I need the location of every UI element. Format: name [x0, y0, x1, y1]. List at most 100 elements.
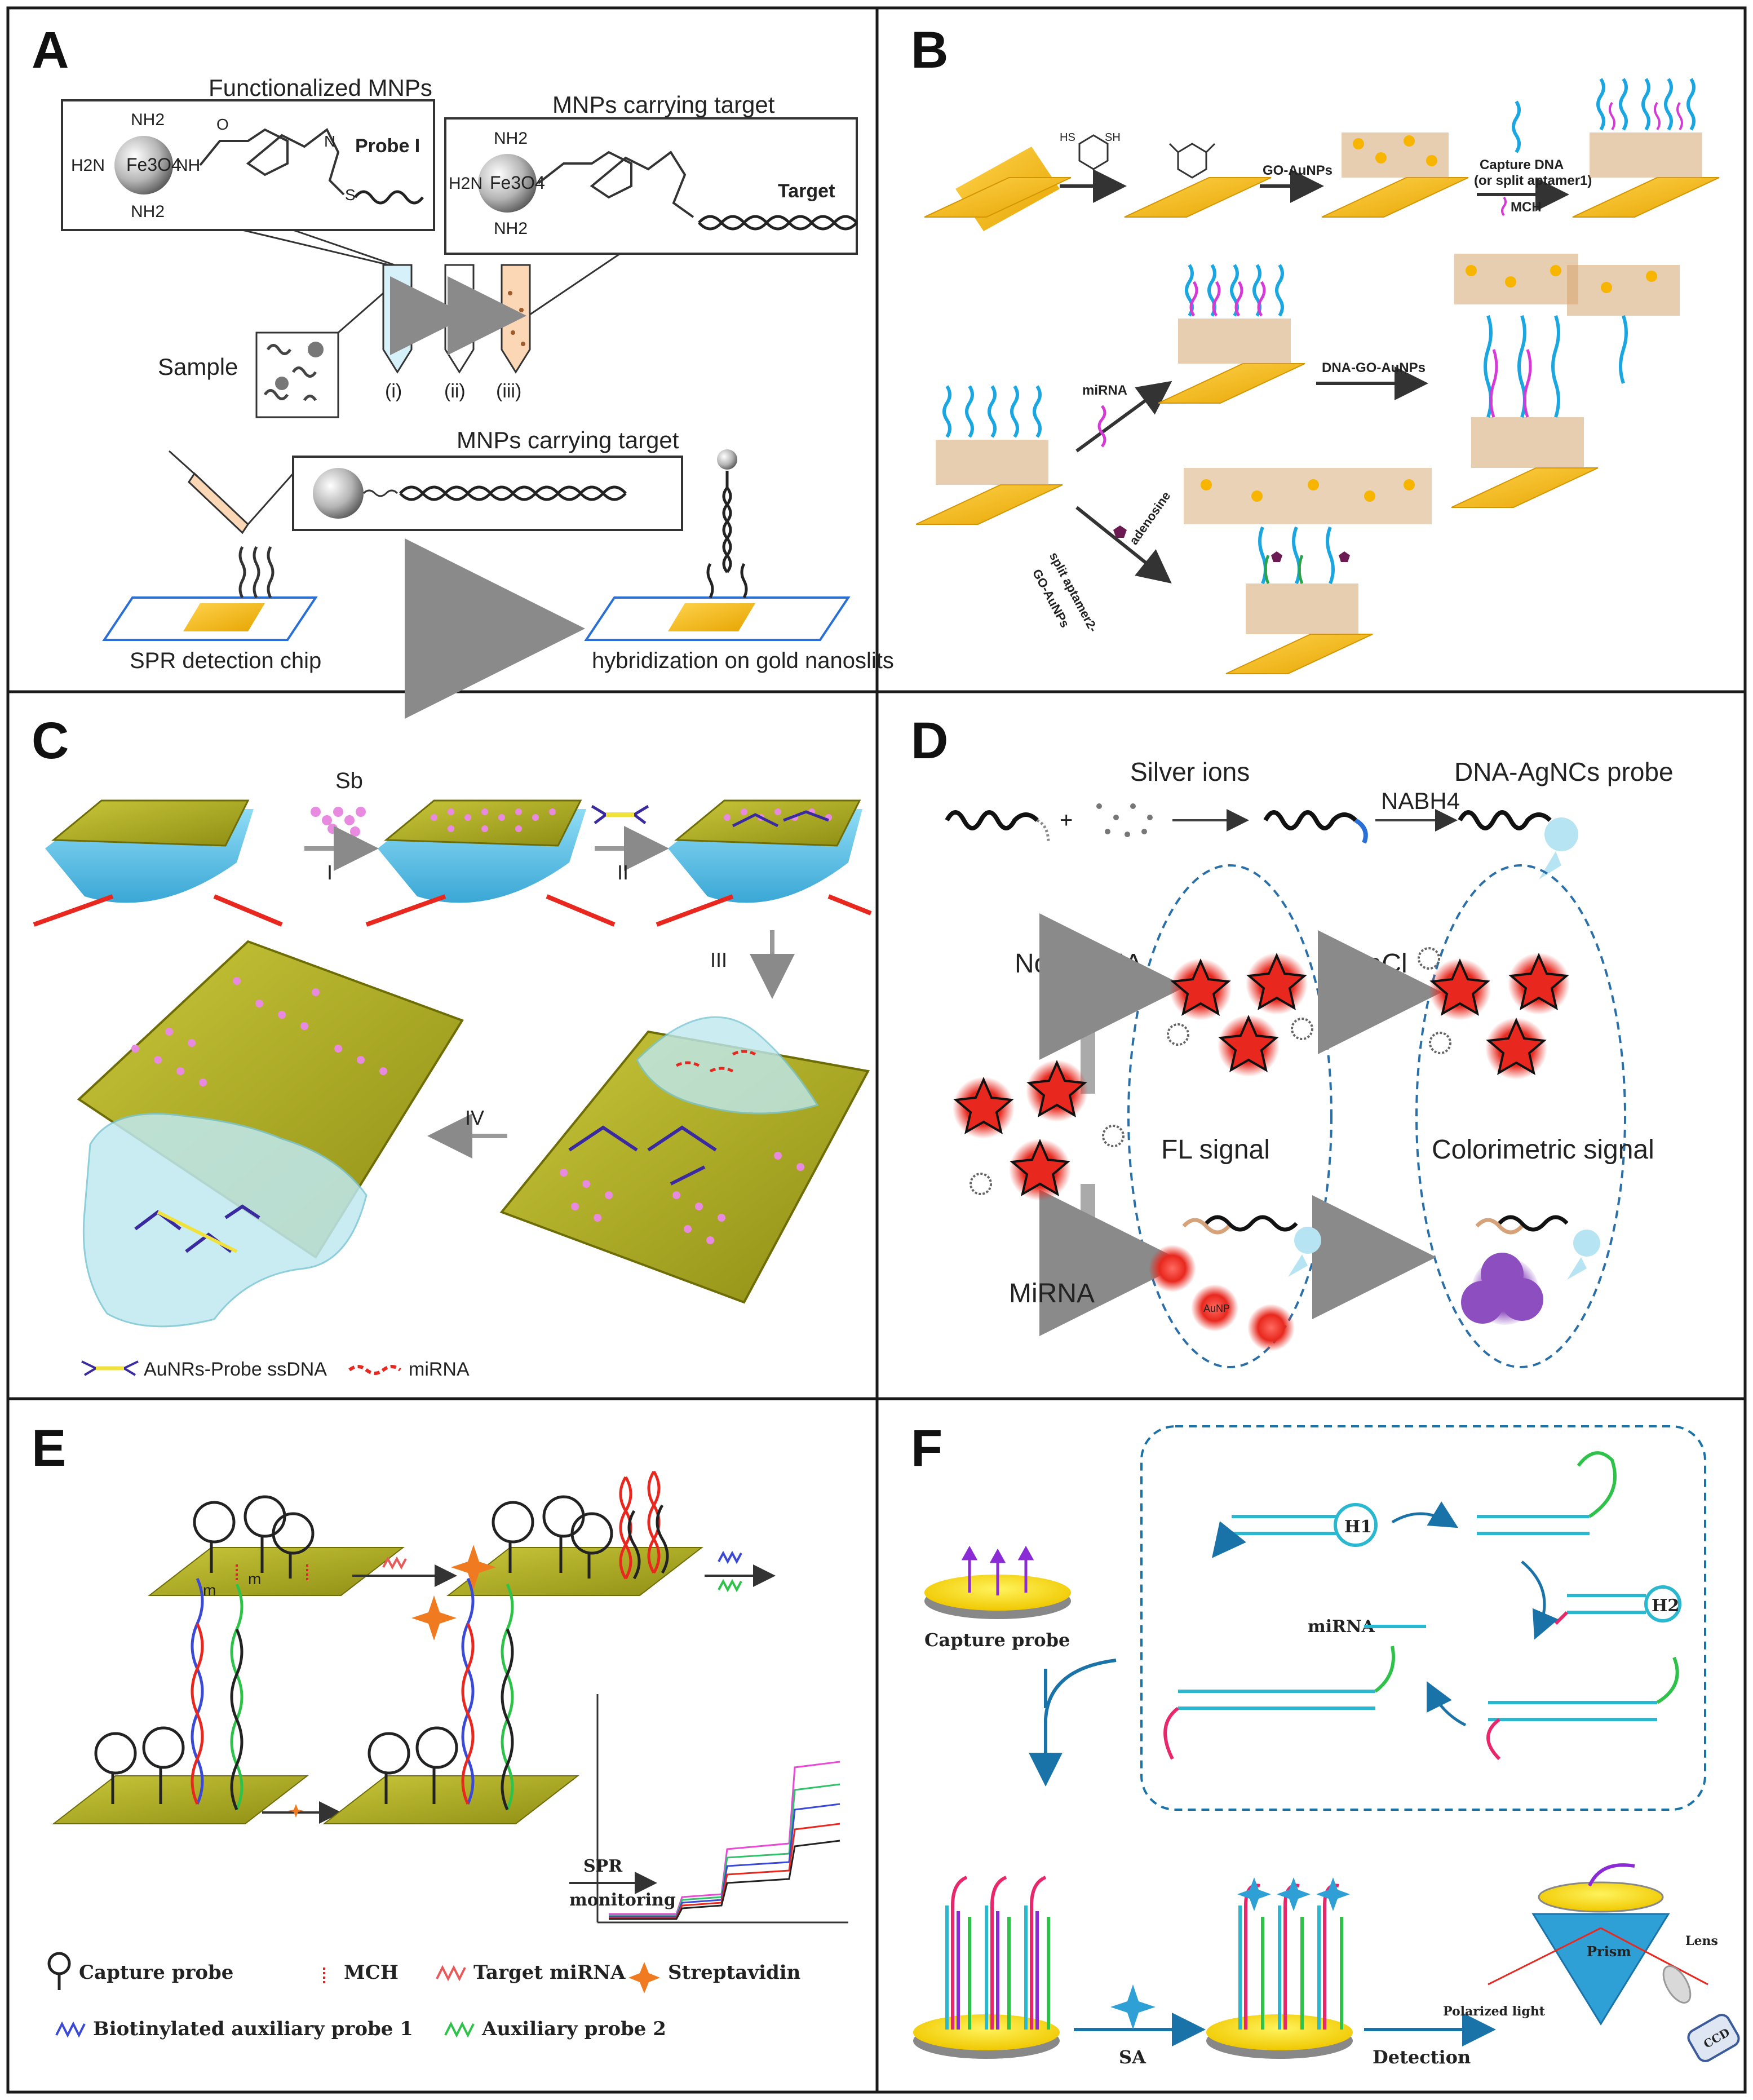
f-h1-opened — [1477, 1451, 1617, 1535]
f-detection-label: Detection — [1373, 2046, 1471, 2068]
d-fl-duplex — [1205, 1215, 1298, 1232]
panel-letter-b: B — [911, 21, 948, 79]
panel-frame-b — [875, 6, 1747, 693]
f-bottom-disk-1 — [913, 1876, 1060, 2059]
d-ellipse-colorimetric — [1415, 864, 1626, 1368]
e-legend-aux1-icon — [55, 2021, 86, 2038]
b-hybrid-strands — [1178, 264, 1291, 364]
b-substrate-4 — [1572, 177, 1720, 218]
f-prism-label: Prism — [1587, 1943, 1631, 1960]
f-mirna-label: miRNA — [1308, 1617, 1375, 1637]
b-capture-dna-label: Capture DNA — [1480, 157, 1564, 173]
d-branch-top — [1039, 913, 1186, 1094]
d-nacl: NaCl — [1347, 949, 1407, 979]
target-duplex — [698, 215, 858, 231]
sample-protein-1 — [308, 342, 324, 357]
panel-letter-f: F — [911, 1420, 942, 1477]
d-aunp-stars-fl — [1170, 953, 1308, 1077]
panel-frame-d — [875, 690, 1747, 1400]
panel-b: B HS SH GO-AuNPs Capture DNA (or split a… — [911, 21, 1720, 674]
b-capture-dna-icon — [1512, 100, 1521, 153]
b-substrate-2 — [1124, 177, 1272, 218]
c-sb-nanosheet — [311, 807, 366, 837]
c-step-iv: IV — [465, 1106, 484, 1129]
panel-letter-a: A — [32, 21, 69, 79]
b-mch-label: MCH — [1511, 200, 1542, 215]
tube-i — [382, 264, 413, 374]
f-capture-probe-label: Capture probe — [924, 1629, 1070, 1651]
d-mirna-label: MiRNA — [1009, 1279, 1095, 1308]
d-col-agnc — [1573, 1230, 1600, 1257]
sample-protein-2 — [275, 377, 289, 390]
b-sandwich-bottom — [1184, 468, 1432, 634]
d-silver-ions: Silver ions — [1130, 757, 1250, 786]
f-inset-arrow-1 — [1391, 1501, 1459, 1528]
e-capture-hairpins-1 — [193, 1495, 315, 1579]
b-substrate-5 — [915, 484, 1063, 525]
d-aunp-aggregate — [1461, 1253, 1543, 1325]
probe-i-label: Probe I — [355, 135, 420, 157]
d-col-duplex — [1498, 1215, 1569, 1232]
c-large-chip-left — [77, 940, 464, 1328]
e-hybrid-top-dark — [627, 1504, 669, 1580]
b-substrate-3 — [1321, 177, 1469, 218]
leader-line-1 — [242, 229, 389, 266]
e-streptavidin-stars — [411, 1545, 496, 1641]
e-capture-hairpins-4 — [368, 1726, 458, 1804]
d-dna-2 — [1263, 810, 1357, 830]
panel-c: C Sb I II — [32, 712, 872, 1380]
d-fl-duplex-tan — [1182, 1218, 1230, 1235]
d-aunp-stars-left — [953, 1060, 1088, 1201]
f-inset-box — [1140, 1425, 1706, 1811]
mnp-linker — [362, 489, 399, 497]
hybridization-label: hybridization on gold nanoslits — [592, 648, 894, 673]
b-go-sheet-1 — [1342, 132, 1449, 178]
d-nabh4: NABH4 — [1381, 788, 1460, 814]
e-legend-mch: MCH — [344, 1961, 399, 1984]
f-flow-arrow-down — [1029, 1659, 1117, 1787]
e-spr-graph — [596, 1694, 848, 1924]
spr-chip-left-gold — [183, 603, 265, 631]
panel-letter-d: D — [911, 712, 948, 770]
f-inset-arrow-3 — [1427, 1681, 1467, 1727]
f-capture-disk — [924, 1545, 1071, 1619]
tube-label-i: (i) — [385, 381, 402, 402]
mnps-carrying-target-label: MNPs carrying target — [552, 91, 775, 118]
e-strand-mark-2: m — [248, 1570, 261, 1588]
d-col-duplex-tan — [1475, 1218, 1524, 1235]
mnp-bead — [313, 468, 364, 519]
b-go-aunps-label: GO-AuNPs — [1263, 163, 1333, 178]
e-aux1-icon — [718, 1550, 742, 1564]
e-capture-hairpins-2 — [492, 1495, 613, 1579]
b-substrate-1-flat — [924, 177, 1072, 218]
e-mch-1 — [236, 1564, 308, 1581]
f-lens-label: Lens — [1685, 1934, 1718, 1948]
d-colorimetric: Colorimetric signal — [1432, 1135, 1654, 1165]
e-bottom-helices-1 — [191, 1577, 244, 1811]
d-aunp-stars-colorimetric — [1429, 953, 1570, 1080]
b-mirna-label: miRNA — [1082, 383, 1127, 398]
tube-label-iii: (iii) — [496, 381, 521, 402]
b-substrate-7 — [1451, 467, 1599, 508]
f-prism — [1531, 1913, 1670, 2026]
d-ellipse-fl — [1127, 864, 1333, 1368]
d-agnc-spirals — [970, 947, 1451, 1195]
chip-left-strands — [238, 546, 275, 599]
e-legend: Capture probe MCH Target miRNA Streptavi… — [47, 1952, 800, 2040]
f-sa-label: SA — [1119, 2046, 1146, 2068]
probe-linker — [199, 127, 345, 196]
mnp-duplex — [399, 485, 627, 501]
d-dna-1-tail — [1036, 819, 1050, 843]
d-col-agnc-beam — [1567, 1257, 1587, 1280]
d-probe-label: DNA-AgNCs probe — [1454, 757, 1674, 786]
sample-label: Sample — [158, 353, 238, 380]
b-capture-strands — [1590, 78, 1702, 178]
d-dna-1 — [945, 810, 1039, 830]
d-fl-agnc-beam — [1288, 1254, 1308, 1277]
b-mirna-icon — [1097, 405, 1106, 448]
d-branch-bottom — [1039, 1184, 1186, 1336]
e-strand-mark-1: m — [203, 1581, 216, 1599]
panel-e: E — [32, 1420, 848, 2040]
c-step-i: I — [327, 861, 333, 884]
